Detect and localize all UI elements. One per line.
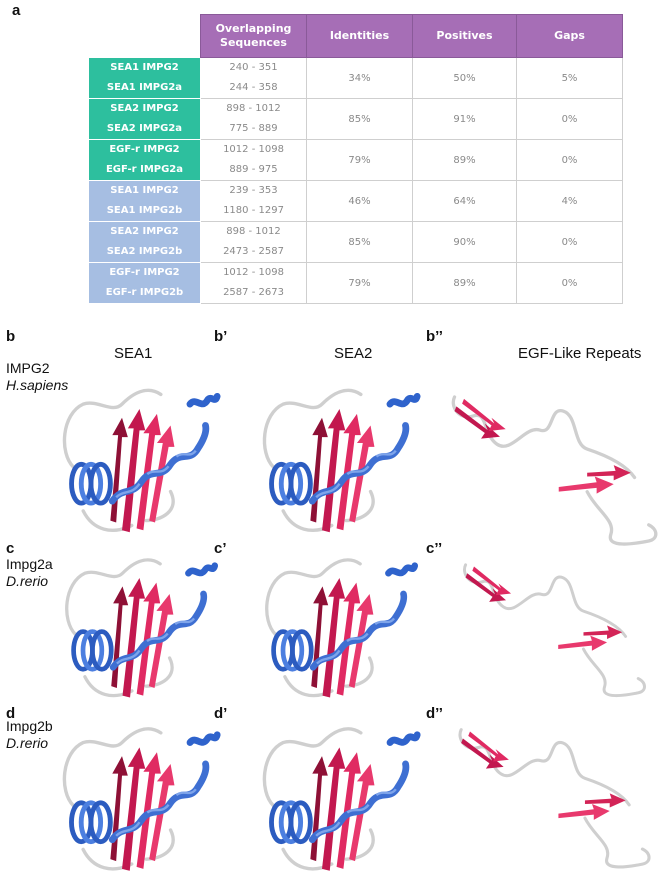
header-blank bbox=[88, 14, 201, 58]
organism-name: H.sapiens bbox=[6, 377, 69, 393]
gaps-cell: 0% bbox=[516, 139, 623, 181]
gene-name: IMPG2 bbox=[6, 360, 50, 376]
panel-label-d: d bbox=[6, 705, 16, 722]
structure-egf-impg2a bbox=[463, 563, 646, 698]
gaps-cell: 0% bbox=[516, 221, 623, 263]
panel-label-d1: d’ bbox=[214, 705, 228, 722]
overlap-cell: 1012 - 1098 2587 - 2673 bbox=[200, 262, 307, 304]
seq-range-2: 1180 - 1297 bbox=[223, 205, 284, 216]
gaps-cell: 0% bbox=[516, 262, 623, 304]
row-name-1: EGF-r IMPG2 bbox=[109, 267, 180, 278]
species-label-c: Impg2a D.rerio bbox=[6, 556, 53, 590]
identities-cell: 79% bbox=[306, 139, 413, 181]
seq-range-1: 1012 - 1098 bbox=[223, 144, 284, 155]
column-title-sea1: SEA1 bbox=[114, 345, 153, 362]
structure-sea1-impg2a bbox=[54, 545, 224, 705]
identities-cell: 85% bbox=[306, 98, 413, 140]
seq-range-1: 239 - 353 bbox=[229, 185, 278, 196]
overlap-cell: 898 - 1012 2473 - 2587 bbox=[200, 221, 307, 263]
gene-name: Impg2b bbox=[6, 718, 53, 734]
structure-sea2-impg2 bbox=[254, 375, 424, 540]
panel-label-c1: c’ bbox=[214, 540, 227, 557]
positives-cell: 64% bbox=[412, 180, 517, 222]
panel-label-c2: c’’ bbox=[426, 540, 443, 557]
structure-sea2-impg2b bbox=[254, 712, 424, 880]
identities-cell: 34% bbox=[306, 57, 413, 99]
column-title-egf: EGF-Like Repeats bbox=[518, 345, 642, 362]
identities-cell: 46% bbox=[306, 180, 413, 222]
seq-range-2: 775 - 889 bbox=[229, 123, 278, 134]
row-name-2: SEA1 IMPG2a bbox=[106, 82, 183, 93]
positives-cell: 89% bbox=[412, 139, 517, 181]
structure-sea2-impg2a bbox=[254, 545, 424, 705]
structure-sea1-impg2b bbox=[54, 712, 224, 880]
row-name-1: SEA2 IMPG2 bbox=[110, 103, 179, 114]
row-name-2: SEA1 IMPG2b bbox=[106, 205, 183, 216]
species-label-b: IMPG2 H.sapiens bbox=[6, 360, 68, 394]
header-positives: Positives bbox=[412, 14, 517, 58]
row-name-2: SEA2 IMPG2b bbox=[106, 246, 183, 257]
seq-range-2: 2473 - 2587 bbox=[223, 246, 284, 257]
row-name-2: SEA2 IMPG2a bbox=[106, 123, 183, 134]
gaps-cell: 4% bbox=[516, 180, 623, 222]
seq-range-1: 240 - 351 bbox=[229, 62, 278, 73]
organism-name: D.rerio bbox=[6, 573, 49, 589]
positives-cell: 91% bbox=[412, 98, 517, 140]
header-identities: Identities bbox=[306, 14, 413, 58]
panel-label-a: a bbox=[12, 2, 21, 19]
positives-cell: 50% bbox=[412, 57, 517, 99]
overlap-cell: 1012 - 1098 889 - 975 bbox=[200, 139, 307, 181]
seq-range-2: 2587 - 2673 bbox=[223, 287, 284, 298]
panel-label-b: b bbox=[6, 328, 16, 345]
panel-label-b2: b’’ bbox=[426, 328, 443, 345]
row-name-1: SEA1 IMPG2 bbox=[110, 62, 179, 73]
panel-label-b1: b’ bbox=[214, 328, 228, 345]
row-name-1: EGF-r IMPG2 bbox=[109, 144, 180, 155]
structure-egf-impg2b bbox=[458, 728, 651, 869]
overlap-cell: 239 - 353 1180 - 1297 bbox=[200, 180, 307, 222]
overlap-cell: 240 - 351 244 - 358 bbox=[200, 57, 307, 99]
seq-range-1: 898 - 1012 bbox=[226, 103, 281, 114]
overlap-cell: 898 - 1012 775 - 889 bbox=[200, 98, 307, 140]
row-name-1: SEA1 IMPG2 bbox=[110, 185, 179, 196]
gaps-cell: 0% bbox=[516, 98, 623, 140]
positives-cell: 89% bbox=[412, 262, 517, 304]
panel-label-c: c bbox=[6, 540, 15, 557]
identities-cell: 79% bbox=[306, 262, 413, 304]
header-gaps: Gaps bbox=[516, 14, 623, 58]
seq-range-1: 898 - 1012 bbox=[226, 226, 281, 237]
gene-name: Impg2a bbox=[6, 556, 53, 572]
structure-egf-impg2 bbox=[451, 395, 658, 546]
gaps-cell: 5% bbox=[516, 57, 623, 99]
panel-label-d2: d’’ bbox=[426, 705, 443, 722]
organism-name: D.rerio bbox=[6, 735, 49, 751]
species-label-d: Impg2b D.rerio bbox=[6, 718, 53, 752]
column-title-sea2: SEA2 bbox=[334, 345, 373, 362]
row-name-2: EGF-r IMPG2a bbox=[105, 164, 184, 175]
row-name-2: EGF-r IMPG2b bbox=[105, 287, 184, 298]
row-name-1: SEA2 IMPG2 bbox=[110, 226, 179, 237]
identities-cell: 85% bbox=[306, 221, 413, 263]
positives-cell: 90% bbox=[412, 221, 517, 263]
seq-range-2: 244 - 358 bbox=[229, 82, 278, 93]
seq-range-1: 1012 - 1098 bbox=[223, 267, 284, 278]
seq-range-2: 889 - 975 bbox=[229, 164, 278, 175]
structure-sea1-impg2 bbox=[54, 375, 224, 540]
